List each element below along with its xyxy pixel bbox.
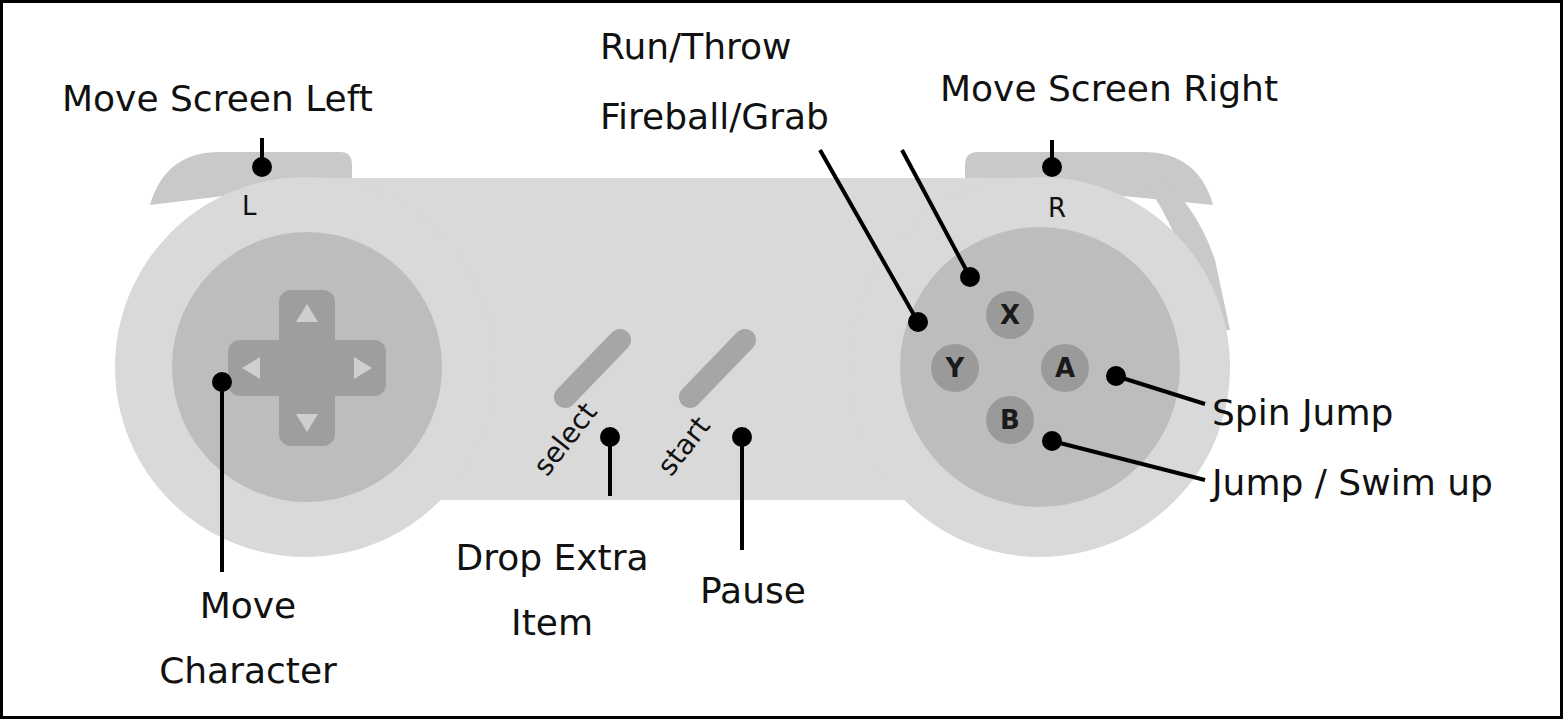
shoulder-label: Move Screen Left — [62, 78, 373, 119]
button-letter: R — [1048, 194, 1066, 224]
action-label: Run/Throw Fireball/Grab — [600, 12, 945, 152]
action-label: Drop Extra Item — [410, 526, 695, 656]
button-letter: L — [242, 192, 257, 222]
face-button: Y — [931, 344, 979, 392]
face-button: A — [1041, 344, 1089, 392]
button-letter: B — [1000, 405, 1020, 435]
action-label: Move Character — [118, 574, 378, 704]
button-letter: Y — [946, 353, 965, 383]
face-button: B — [986, 396, 1034, 444]
action-label: Spin Jump — [1212, 392, 1393, 433]
button-letter: A — [1055, 353, 1075, 383]
face-button: X — [986, 291, 1034, 339]
action-label: Jump / Swim up — [1212, 462, 1493, 503]
button-letter: X — [1000, 300, 1020, 330]
action-label: Pause — [700, 570, 806, 611]
shoulder-label: Move Screen Right — [940, 68, 1278, 109]
